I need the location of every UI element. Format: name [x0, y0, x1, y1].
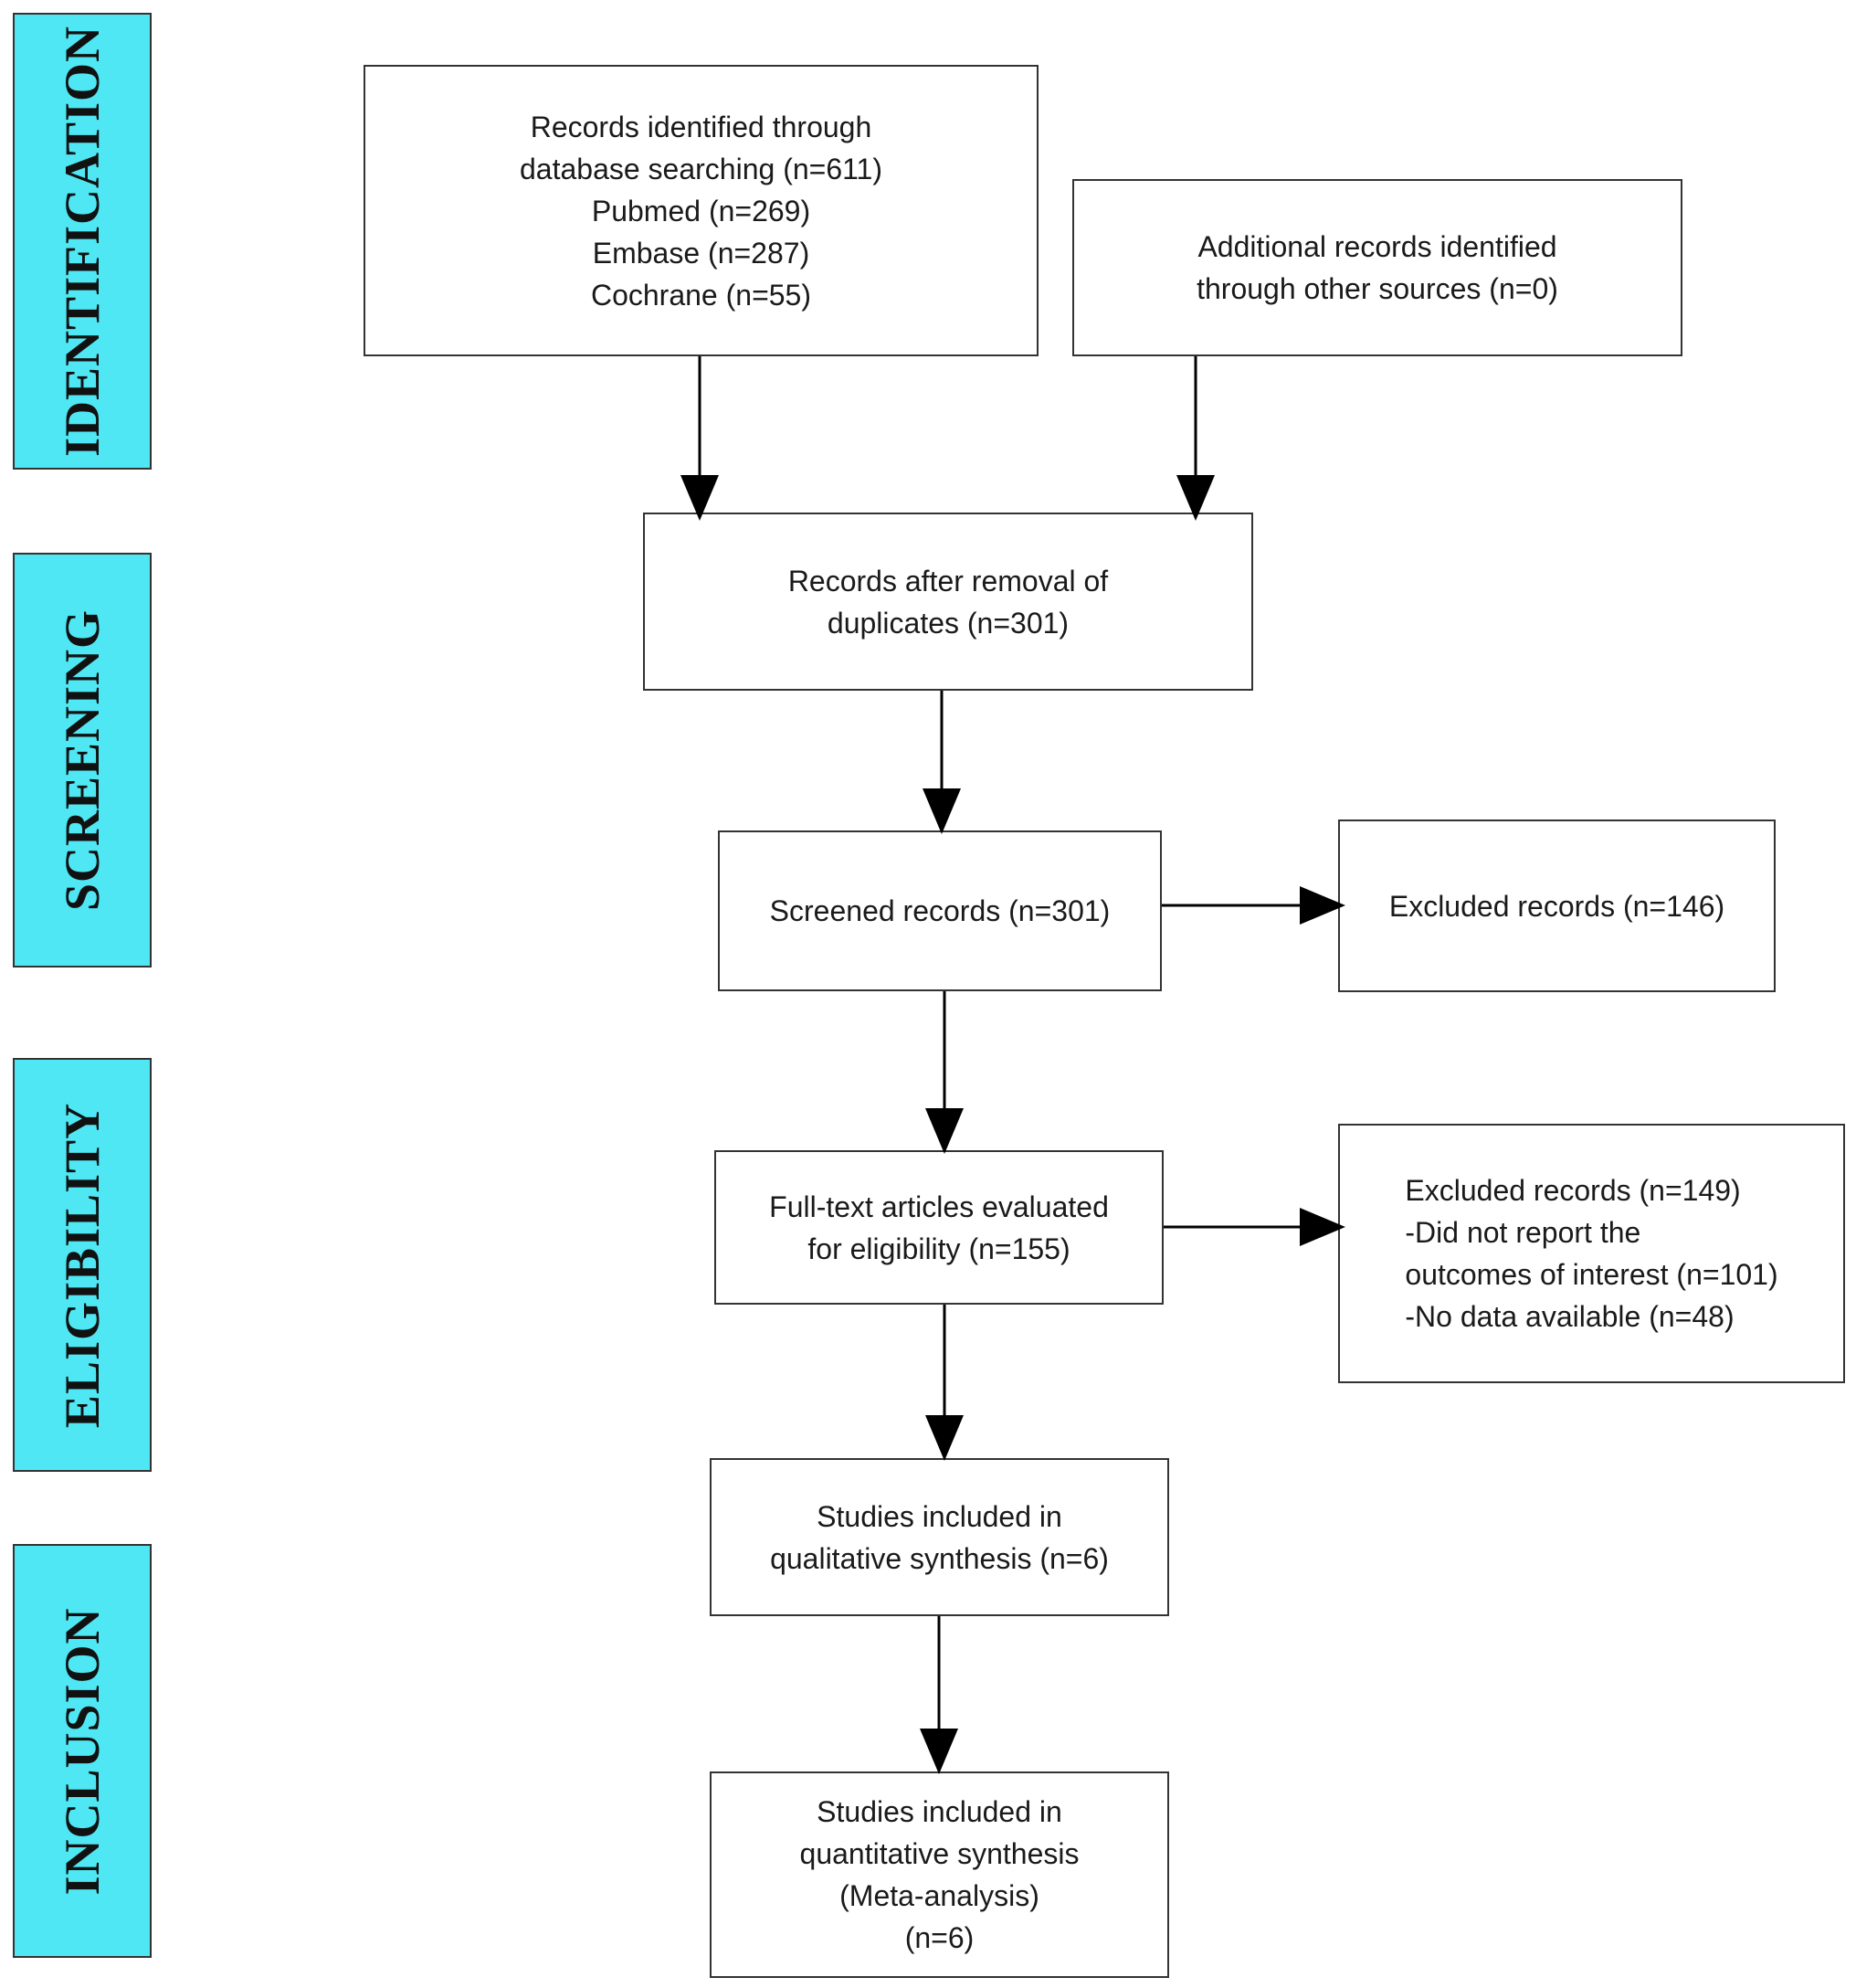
arrow-head [925, 1415, 964, 1461]
text-line: Studies included in [817, 1795, 1062, 1828]
box-fulltext-text: Full-text articles evaluated for eligibi… [769, 1186, 1109, 1270]
text-line: Studies included in [817, 1499, 1062, 1533]
box-quantitative-text: Studies included in quantitative synthes… [800, 1791, 1080, 1959]
text-line: Records identified through [530, 110, 872, 143]
text-line: Records after removal of [787, 564, 1109, 597]
arrow-head [1176, 475, 1215, 521]
box-database-records: Records identified through database sear… [364, 65, 1039, 356]
text-line: Additional records identified [1197, 230, 1557, 263]
box-screened-text: Screened records (n=301) [770, 890, 1111, 932]
arrow-head [680, 475, 719, 521]
text-line: outcomes of interest (n=101) [1405, 1258, 1778, 1291]
text-line: for eligibility (n=155) [807, 1232, 1070, 1265]
text-line: -Did not report the [1405, 1216, 1641, 1249]
box-excluded-fulltext: Excluded records (n=149) -Did not report… [1338, 1124, 1845, 1383]
text-line: Embase (n=287) [592, 236, 810, 270]
box-qualitative: Studies included in qualitative synthesi… [710, 1458, 1169, 1616]
box-additional-records-text: Additional records identified through ot… [1197, 226, 1558, 310]
box-excluded-screening-text: Excluded records (n=146) [1389, 885, 1724, 927]
text-line: Excluded records (n=146) [1388, 889, 1725, 923]
arrow-head [1300, 1208, 1345, 1246]
box-quantitative: Studies included in quantitative synthes… [710, 1771, 1169, 1978]
stage-inclusion: INCLUSION [13, 1544, 152, 1958]
text-line: (Meta-analysis) [839, 1879, 1039, 1912]
arrow-head [920, 1729, 958, 1774]
stage-identification: IDENTIFICATION [13, 13, 152, 470]
box-screened: Screened records (n=301) [718, 830, 1162, 991]
text-line: Full-text articles evaluated [769, 1190, 1109, 1223]
stage-screening: SCREENING [13, 553, 152, 968]
box-after-duplicates: Records after removal of duplicates (n=3… [643, 513, 1253, 691]
box-excluded-fulltext-text: Excluded records (n=149) -Did not report… [1405, 1169, 1777, 1338]
text-line: Cochrane (n=55) [590, 278, 811, 312]
text-line: through other sources (n=0) [1197, 272, 1558, 305]
text-line: qualitative synthesis (n=6) [770, 1541, 1109, 1575]
arrow-head [1300, 886, 1345, 925]
text-line: (n=6) [904, 1921, 975, 1954]
text-line: Pubmed (n=269) [591, 194, 811, 227]
arrow-head [925, 1108, 964, 1154]
arrow-head [923, 788, 961, 834]
text-line: Screened records (n=301) [769, 894, 1111, 927]
box-additional-records: Additional records identified through ot… [1072, 179, 1682, 356]
stage-eligibility: ELIGIBILITY [13, 1058, 152, 1472]
text-line: duplicates (n=301) [827, 606, 1070, 640]
text-line: quantitative synthesis [799, 1837, 1080, 1870]
box-after-duplicates-text: Records after removal of duplicates (n=3… [788, 560, 1108, 644]
box-database-records-text: Records identified through database sear… [520, 106, 882, 316]
text-line: Excluded records (n=149) [1405, 1174, 1741, 1207]
box-fulltext: Full-text articles evaluated for eligibi… [714, 1150, 1164, 1305]
text-line: database searching (n=611) [519, 152, 882, 185]
text-line: -No data available (n=48) [1405, 1300, 1735, 1333]
box-excluded-screening: Excluded records (n=146) [1338, 820, 1776, 992]
box-qualitative-text: Studies included in qualitative synthesi… [770, 1496, 1109, 1580]
